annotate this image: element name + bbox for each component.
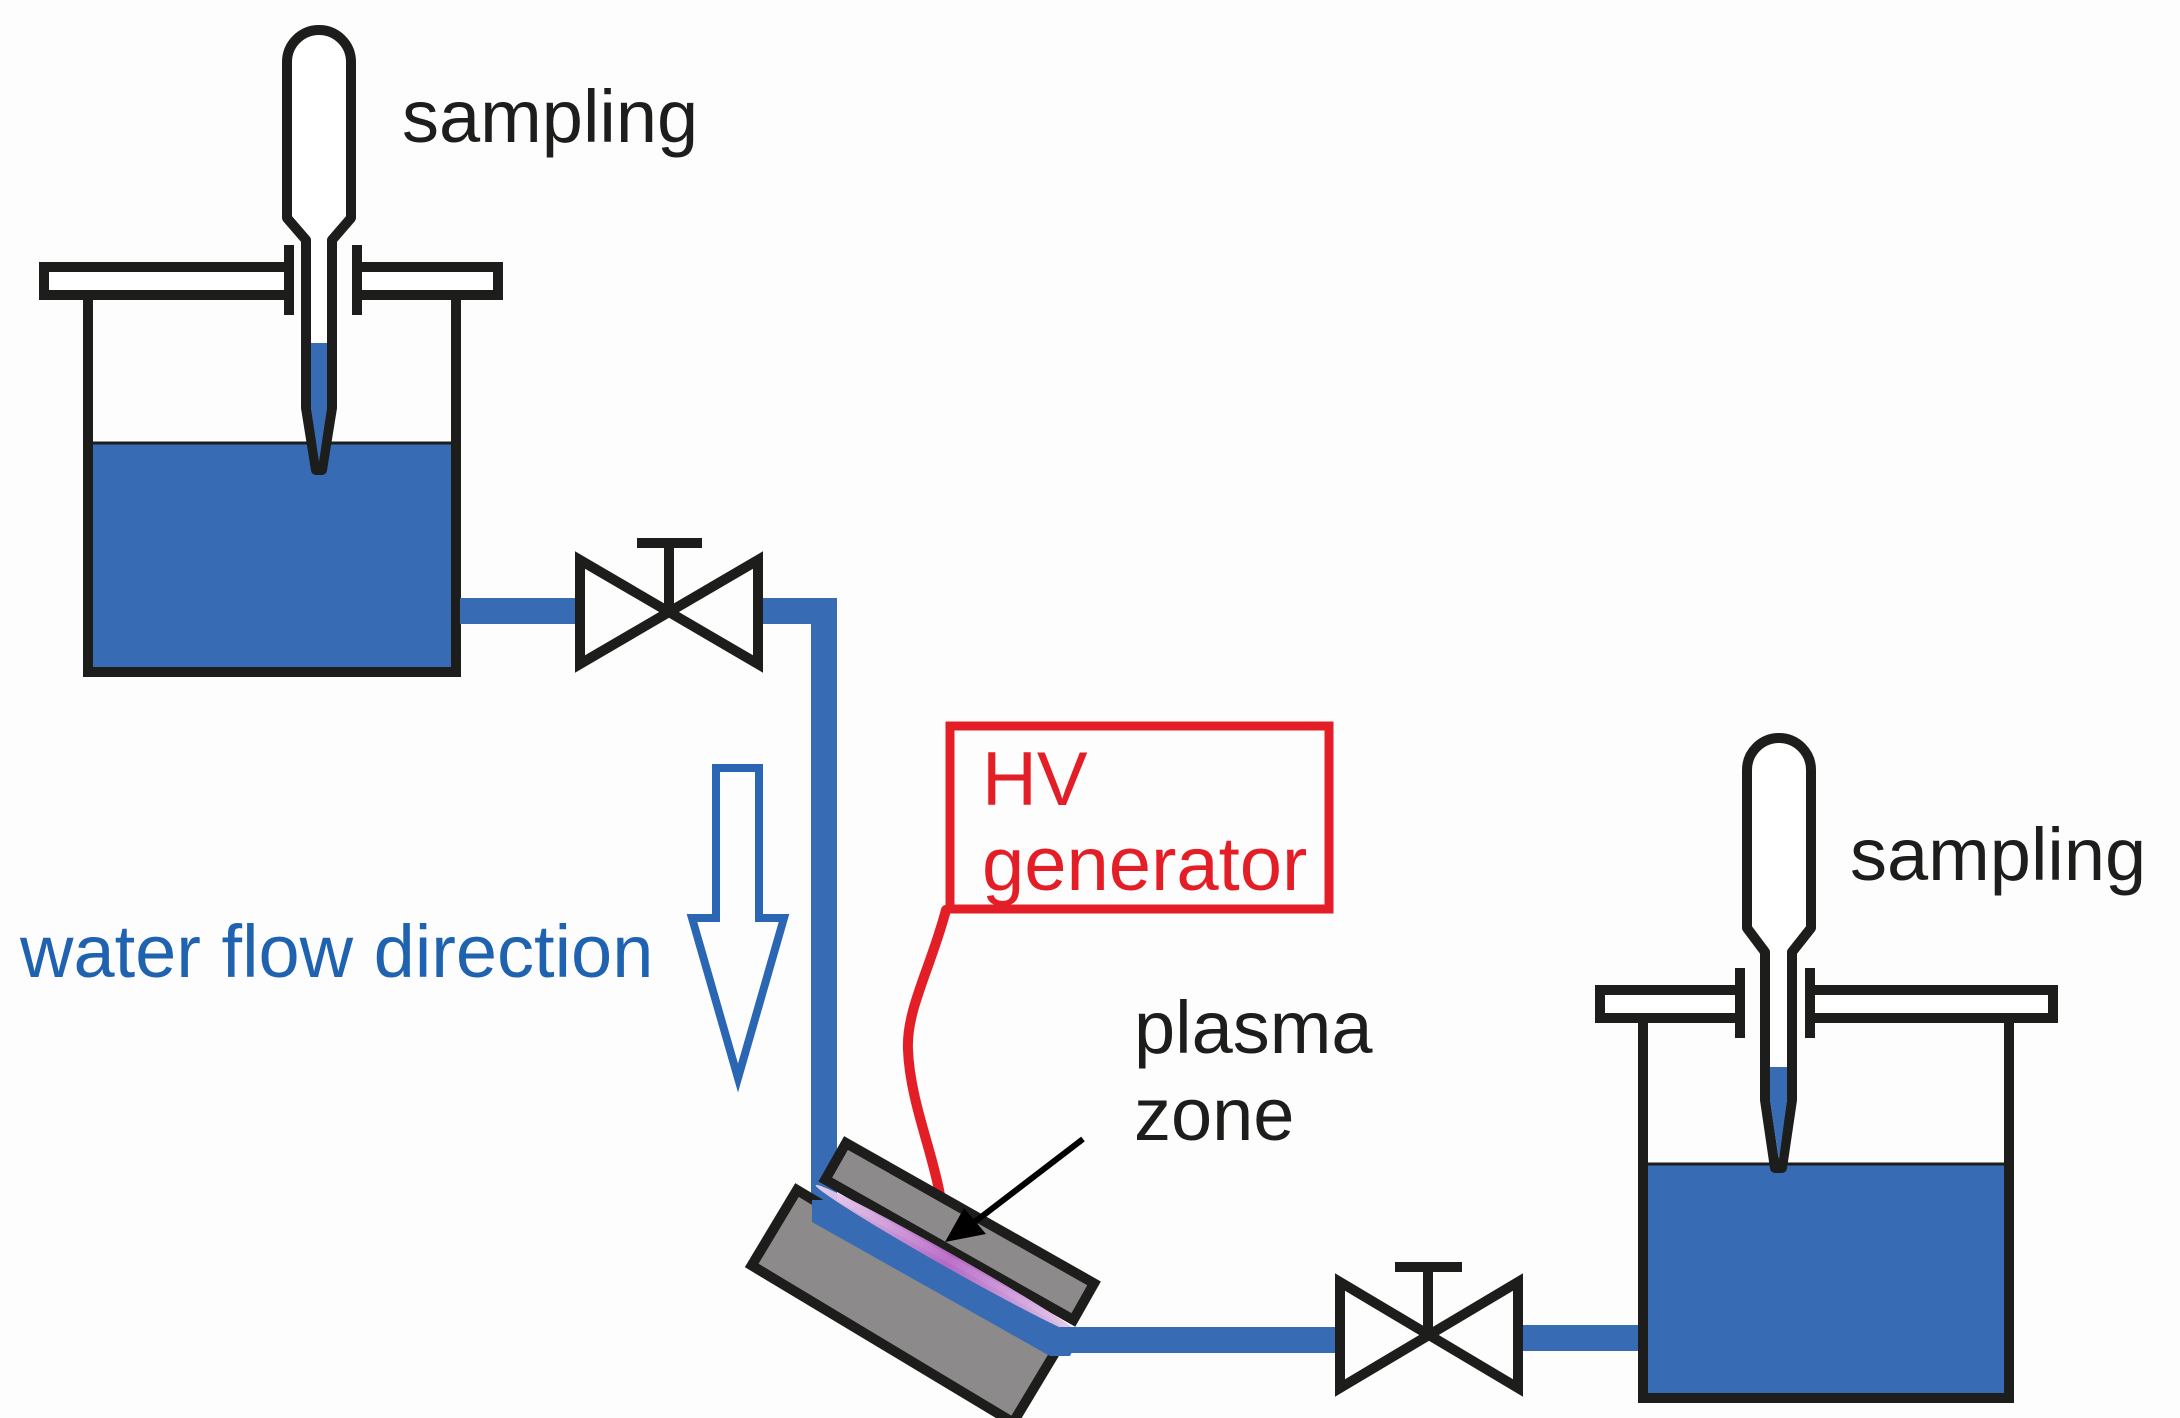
plasma-reactor [744,1136,1101,1418]
plasma-zone-label-line1: plasma [1134,986,1373,1069]
lower-tank-lid [1595,985,2058,1023]
lower-tank [1595,968,2058,1403]
lower-pipette-sample [1770,1067,1787,1160]
lower-tank-wall [1638,1015,2014,1403]
sampling-label-lower: sampling [1850,813,2146,896]
plasma-discharge [815,1184,1081,1336]
valve-outlet-icon[interactable] [1335,1262,1523,1397]
upper-tank-wall [83,292,461,677]
lower-pipette [1742,733,1816,1173]
hv-generator-box [945,721,1334,914]
hv-generator-label-line1: HV [982,737,1088,822]
upper-tank-lid [39,262,503,300]
upper-collar-left [284,245,294,315]
plasma-zone-label-line2: zone [1134,1073,1294,1156]
upper-tank-water [88,442,456,673]
pipe-valve-to-reactor [760,598,837,1215]
flow-direction-arrow-icon [686,764,790,1093]
flow-direction-label: water flow direction [19,910,653,993]
upper-pipette-sample [311,343,327,462]
sampling-label-upper: sampling [402,75,698,158]
valve-inlet-icon[interactable] [575,538,763,673]
plasma-zone-pointer-arrow-icon [945,1136,1085,1242]
lower-collar-left [1735,968,1745,1038]
lower-pipette-body [1742,733,1816,1173]
upper-tank [39,245,503,677]
upper-collar-right [352,245,362,315]
reactor-water-channel [812,1200,1080,1356]
lower-collar-right [1805,968,1815,1038]
lower-tank-water [1643,1163,2009,1398]
hv-wire [902,905,951,1200]
hv-generator-label-line2: generator [982,822,1307,907]
upper-pipette [282,25,356,475]
upper-pipette-body [282,25,356,475]
